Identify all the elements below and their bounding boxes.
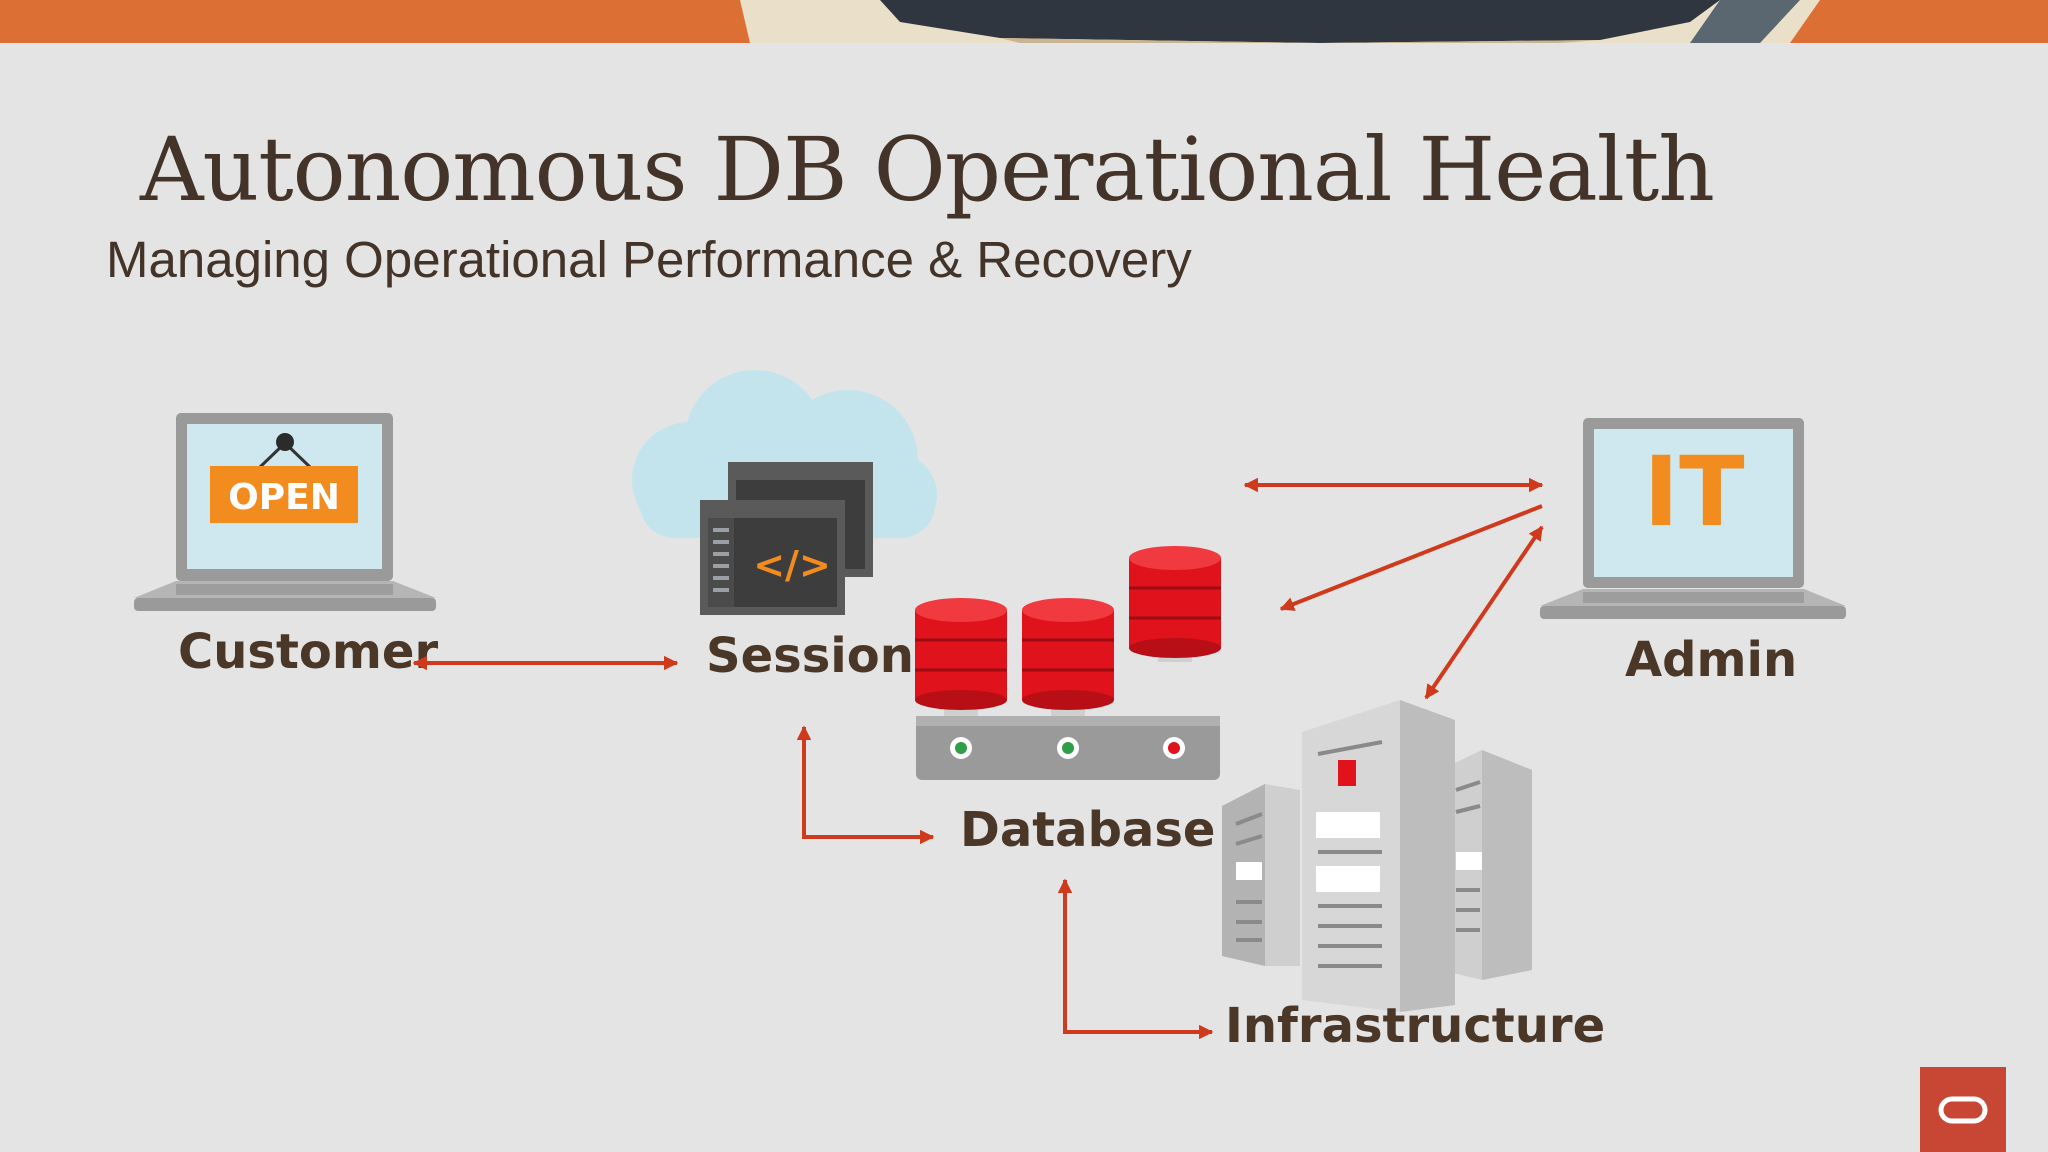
header-banner <box>0 0 2048 43</box>
slide-subtitle: Managing Operational Performance & Recov… <box>106 231 1192 288</box>
session-label: Session <box>706 628 914 684</box>
arrow-admin-infrastructure <box>1424 525 1544 700</box>
arrow-database-infrastructure <box>1057 878 1214 1040</box>
admin-laptop-it-icon: IT <box>1540 418 1846 619</box>
slide-title: Autonomous DB Operational Health <box>140 118 1715 221</box>
arrow-admin-database <box>1279 504 1543 611</box>
admin-label: Admin <box>1625 632 1797 688</box>
oracle-logo-icon <box>1938 1096 1988 1123</box>
oracle-logo-button[interactable] <box>1920 1067 2006 1152</box>
session-cloud-code-icon: </> <box>632 370 937 615</box>
database-label: Database <box>960 802 1215 858</box>
infrastructure-label: Infrastructure <box>1225 998 1605 1054</box>
arrow-session-database <box>796 725 935 845</box>
it-screen-text: IT <box>1643 436 1744 548</box>
customer-laptop-icon: OPEN <box>134 413 436 611</box>
database-cylinders-icon <box>915 546 1221 780</box>
banner-art <box>0 0 2048 43</box>
server-towers-icon <box>1222 700 1532 1012</box>
open-sign-text: OPEN <box>228 477 340 518</box>
customer-label: Customer <box>178 624 438 680</box>
code-glyph: </> <box>753 543 831 587</box>
